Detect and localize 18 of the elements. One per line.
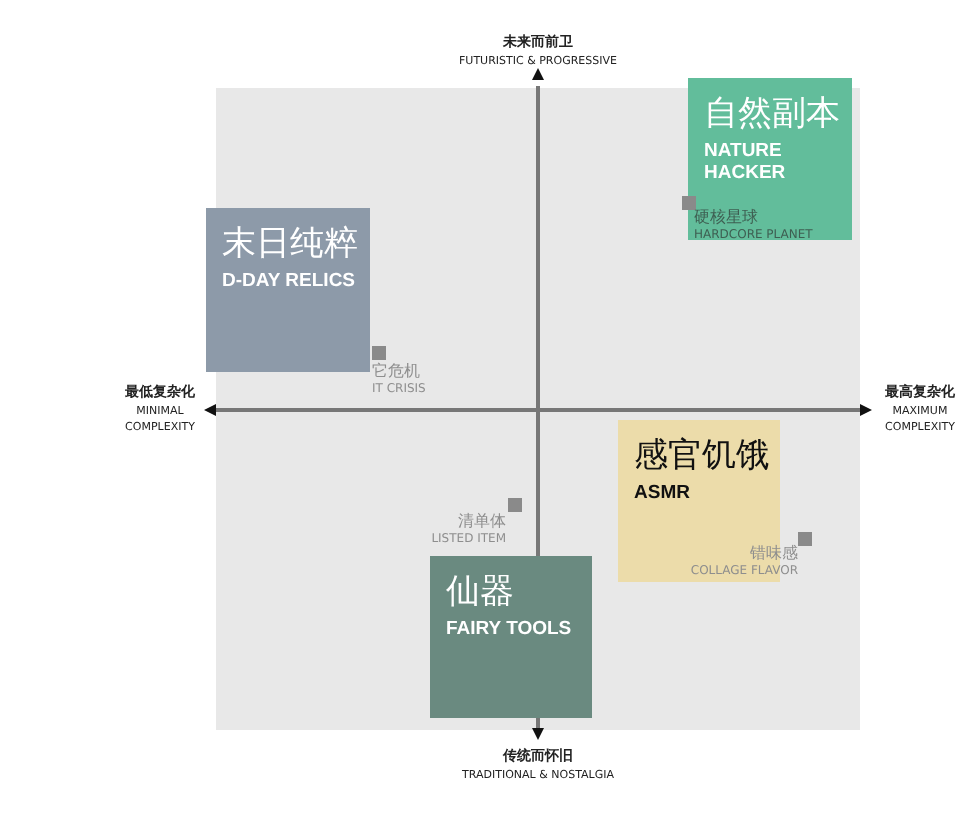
category-subtitle: ASMR — [634, 482, 692, 504]
point-label: 硬核星球 — [694, 208, 758, 228]
category-title: 仙器 — [446, 572, 516, 614]
marker-square — [682, 196, 696, 210]
point-label: 清单体 — [458, 512, 506, 532]
category-title: 自然副本 — [704, 94, 840, 136]
marker-square — [372, 346, 386, 360]
point-label: 它危机 — [372, 362, 420, 382]
category-subtitle: FAIRY TOOLS — [446, 618, 574, 640]
marker-square — [508, 498, 522, 512]
category-box — [206, 208, 370, 372]
category-box — [430, 556, 592, 718]
category-title: 末日纯粹 — [222, 224, 358, 266]
category-subtitle: D-DAY RELICS — [222, 270, 358, 292]
category-subtitle: NATURE HACKER — [704, 140, 788, 184]
category-box — [688, 78, 852, 240]
marker-square — [798, 532, 812, 546]
category-title: 感官饥饿 — [634, 436, 768, 478]
